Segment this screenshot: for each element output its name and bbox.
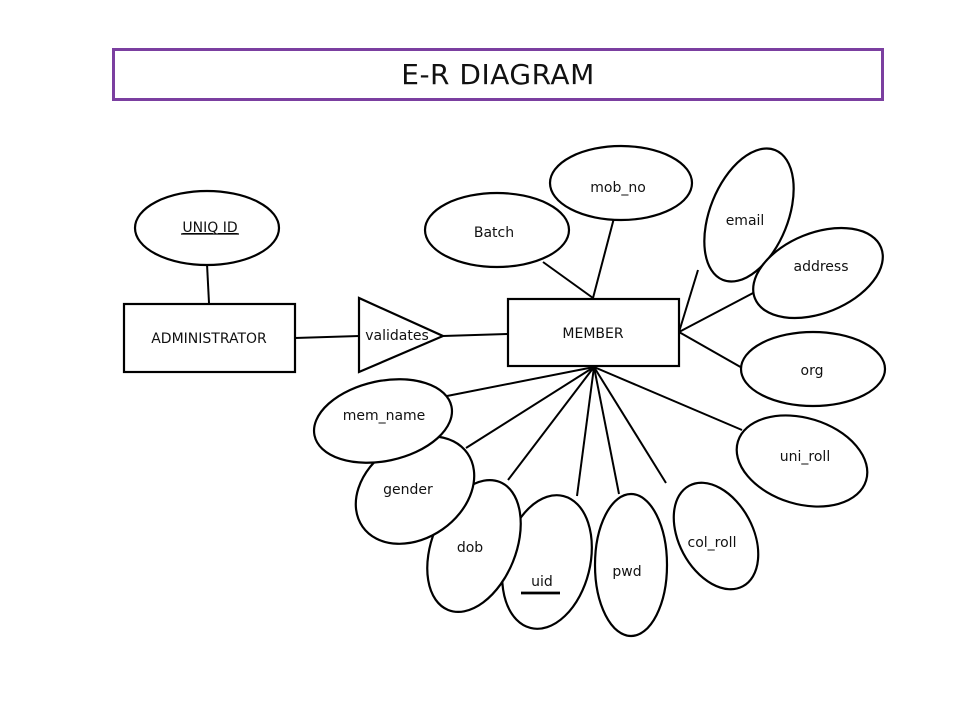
- entity-administrator: ADMINISTRATOR: [122, 302, 297, 374]
- relationship-validates-label: validates: [365, 328, 429, 344]
- attribute-address: address: [752, 226, 884, 320]
- attribute-batch: Batch: [423, 191, 571, 269]
- attribute-email-label: email: [726, 213, 765, 229]
- attribute-gender-label: gender: [383, 482, 433, 498]
- attribute-uni-roll-label: uni_roll: [780, 449, 830, 465]
- attribute-uni-roll: uni_roll: [735, 414, 869, 508]
- link-memname-member: [446, 366, 595, 397]
- attribute-org-label: org: [801, 363, 824, 379]
- attribute-col-roll: col_roll: [672, 481, 760, 591]
- attribute-dob-label: dob: [457, 540, 483, 556]
- link-email-member: [678, 269, 699, 333]
- attribute-pwd: pwd: [593, 492, 669, 638]
- link-address-member: [678, 291, 756, 333]
- link-batch-member: [542, 261, 594, 299]
- relationship-validates: validates: [357, 296, 446, 374]
- attribute-uniq-id: UNIQ ID: [133, 189, 281, 267]
- link-pwd-member: [593, 366, 620, 495]
- link-dob-member: [507, 366, 595, 481]
- attribute-uniq-id-label: UNIQ ID: [182, 220, 237, 236]
- attribute-mob-no: mob_no: [548, 144, 694, 222]
- link-admin-validates: [294, 335, 360, 339]
- attribute-uid-label: uid: [531, 574, 553, 590]
- attribute-pwd-label: pwd: [612, 564, 641, 580]
- attribute-gender: gender: [354, 435, 476, 545]
- link-gender-member: [465, 366, 595, 449]
- attribute-mob-no-label: mob_no: [590, 180, 646, 196]
- link-org-member: [678, 331, 745, 370]
- link-uid-member: [576, 366, 595, 497]
- entity-member-label: MEMBER: [562, 326, 623, 342]
- link-uniroll-member: [593, 366, 743, 431]
- connectors: [206, 217, 756, 497]
- title-box: E-R DIAGRAM: [112, 48, 884, 101]
- entity-administrator-label: ADMINISTRATOR: [151, 331, 267, 347]
- attribute-mem-name: mem_name: [312, 378, 454, 464]
- attribute-batch-label: Batch: [474, 225, 514, 241]
- attribute-email: email: [703, 147, 795, 283]
- link-mobno-member: [592, 217, 615, 299]
- link-uniqid-admin: [206, 263, 210, 304]
- link-colroll-member: [593, 366, 667, 484]
- diagram-title: E-R DIAGRAM: [401, 58, 595, 91]
- link-validates-member: [442, 333, 508, 337]
- attribute-mem-name-label: mem_name: [343, 408, 426, 424]
- attribute-org: org: [739, 330, 887, 408]
- entity-member: MEMBER: [506, 297, 681, 368]
- attribute-col-roll-label: col_roll: [688, 535, 737, 551]
- attribute-address-label: address: [793, 259, 848, 275]
